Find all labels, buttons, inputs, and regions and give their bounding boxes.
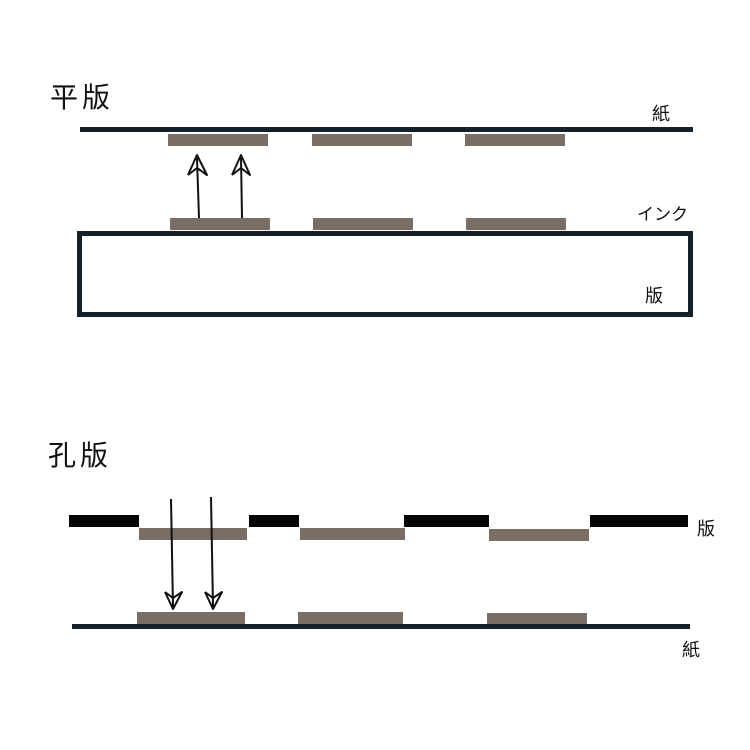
ink-in-opening-3 bbox=[489, 529, 589, 541]
ink-on-paper-1 bbox=[168, 134, 268, 146]
ink-on-plate-2 bbox=[313, 218, 413, 230]
planographic-plate bbox=[77, 231, 693, 317]
planographic-plate-label: 版 bbox=[645, 286, 663, 307]
ink-on-paper-2 bbox=[312, 134, 412, 146]
ink-label: インク bbox=[637, 205, 688, 225]
ink-in-opening-2 bbox=[300, 528, 405, 540]
planographic-paper-label: 紙 bbox=[652, 104, 670, 125]
ink-in-opening-1 bbox=[139, 528, 247, 540]
stencil-plate-segment-3 bbox=[404, 515, 489, 527]
stencil-plate-segment-2 bbox=[249, 515, 299, 527]
stencil-plate-segment-1 bbox=[69, 515, 139, 527]
stencil-ink-on-paper-3 bbox=[487, 613, 587, 625]
ink-on-plate-3 bbox=[466, 218, 566, 230]
ink-on-paper-3 bbox=[465, 134, 565, 146]
stencil-ink-on-paper-2 bbox=[298, 612, 403, 624]
stencil-title: 孔版 bbox=[48, 439, 113, 472]
planographic-title: 平版 bbox=[50, 81, 115, 114]
stencil-paper-line bbox=[72, 624, 690, 629]
planographic-paper-line bbox=[80, 127, 693, 132]
ink-on-plate-1 bbox=[170, 218, 270, 230]
stencil-ink-on-paper-1 bbox=[137, 612, 245, 624]
stencil-plate-segment-4 bbox=[590, 515, 688, 527]
stencil-paper-label: 紙 bbox=[682, 640, 700, 661]
stencil-plate-label: 版 bbox=[697, 519, 715, 540]
